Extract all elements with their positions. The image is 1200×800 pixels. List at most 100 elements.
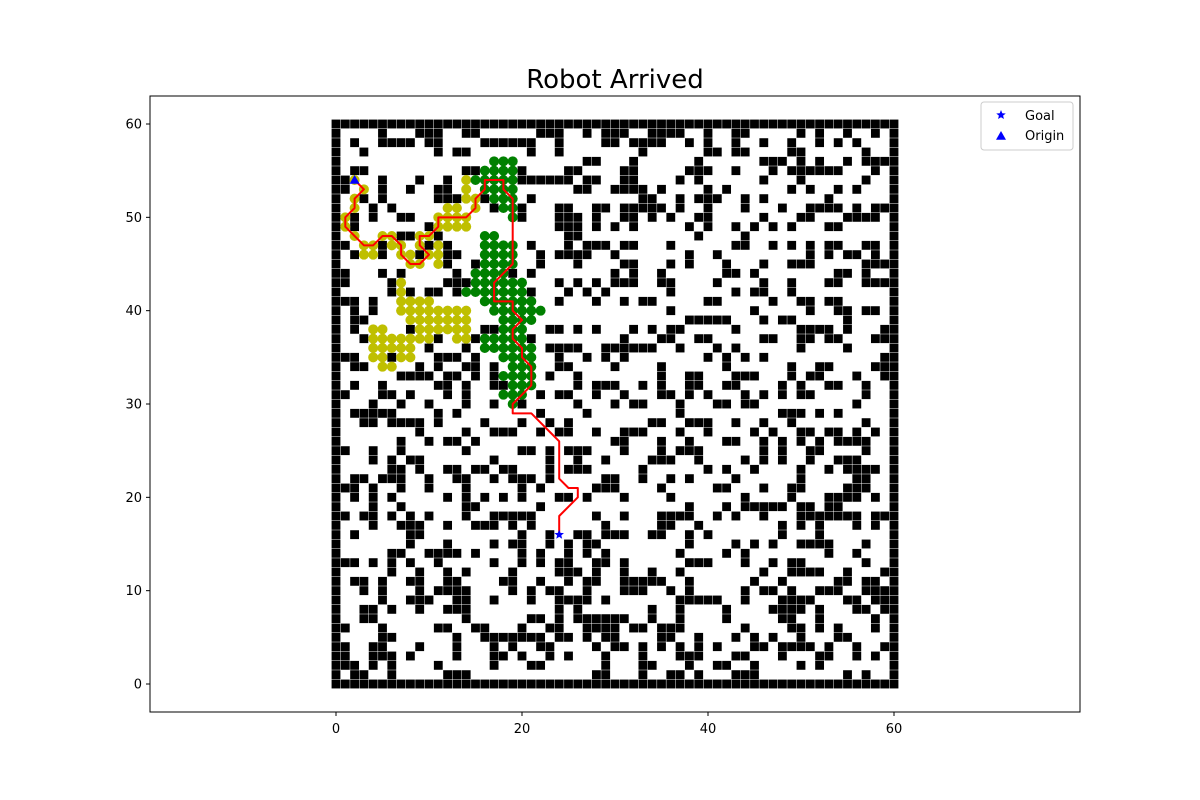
obstacle-cell <box>647 576 657 586</box>
obstacle-cell <box>796 380 806 390</box>
obstacle-cell <box>722 679 732 689</box>
obstacle-cell <box>591 296 601 306</box>
obstacle-cell <box>443 352 453 362</box>
obstacle-cell <box>387 138 397 148</box>
obstacle-cell <box>415 567 425 577</box>
obstacle-cell <box>489 119 499 129</box>
obstacle-cell <box>331 660 341 670</box>
obstacle-cell <box>368 520 378 530</box>
obstacle-cell <box>545 474 555 484</box>
obstacle-cell <box>666 679 676 689</box>
obstacle-cell <box>833 679 843 689</box>
obstacle-cell <box>889 250 899 260</box>
obstacle-cell <box>489 511 499 521</box>
obstacle-cell <box>675 175 685 185</box>
obstacle-cell <box>471 502 480 512</box>
obstacle-cell <box>712 399 722 409</box>
obstacle-cell <box>815 586 825 596</box>
obstacle-cell <box>750 427 759 437</box>
obstacle-cell <box>694 156 704 166</box>
obstacle-cell <box>517 483 527 493</box>
obstacle-cell <box>461 119 471 129</box>
obstacle-cell <box>870 240 880 250</box>
obstacle-cell <box>331 175 341 185</box>
obstacle-cell <box>619 352 629 362</box>
obstacle-cell <box>870 362 880 372</box>
obstacle-cell <box>759 642 769 652</box>
obstacle-cell <box>722 184 732 194</box>
obstacle-cell <box>517 399 527 409</box>
obstacle-cell <box>387 278 397 288</box>
obstacle-cell <box>424 511 434 521</box>
obstacle-cell <box>824 194 834 204</box>
obstacle-cell <box>610 343 620 353</box>
obstacle-cell <box>508 511 518 521</box>
obstacle-cell <box>712 660 722 670</box>
obstacle-cell <box>815 324 825 334</box>
obstacle-cell <box>684 586 694 596</box>
obstacle-cell <box>647 324 657 334</box>
obstacle-cell <box>768 632 778 642</box>
obstacle-cell <box>582 119 592 129</box>
obstacle-cell <box>889 576 899 586</box>
obstacle-cell <box>452 632 462 642</box>
obstacle-cell <box>564 250 573 260</box>
obstacle-cell <box>815 679 825 689</box>
x-tick-label: 20 <box>514 722 531 737</box>
obstacle-cell <box>796 119 806 129</box>
origin-search-point <box>461 333 472 344</box>
obstacle-cell <box>564 558 573 568</box>
goal-search-point <box>479 296 490 307</box>
obstacle-cell <box>471 334 480 344</box>
obstacle-cell <box>759 352 769 362</box>
obstacle-cell <box>536 128 546 138</box>
obstacle-cell <box>843 492 852 502</box>
obstacle-cell <box>443 259 453 269</box>
obstacle-cell <box>889 175 899 185</box>
obstacle-cell <box>657 576 666 586</box>
origin-search-point <box>424 296 434 307</box>
obstacle-cell <box>889 399 899 409</box>
obstacle-cell <box>564 567 573 577</box>
obstacle-cell <box>480 418 490 428</box>
obstacle-cell <box>731 240 741 250</box>
goal-search-point <box>517 380 527 391</box>
obstacle-cell <box>573 464 583 474</box>
obstacle-cell <box>461 614 471 624</box>
obstacle-cell <box>684 595 694 605</box>
obstacle-cell <box>638 660 648 670</box>
origin-search-point <box>461 193 472 204</box>
goal-search-point <box>517 287 527 297</box>
obstacle-cell <box>666 128 676 138</box>
goal-search-point <box>498 315 509 325</box>
obstacle-cell <box>861 474 871 484</box>
goal-search-point <box>517 277 527 288</box>
obstacle-cell <box>498 651 508 661</box>
obstacle-cell <box>740 147 750 157</box>
legend-label: Goal <box>1025 109 1055 124</box>
obstacle-cell <box>526 334 536 344</box>
obstacle-cell <box>489 595 499 605</box>
obstacle-cell <box>601 119 611 129</box>
obstacle-cell <box>461 679 471 689</box>
obstacle-cell <box>564 651 573 661</box>
obstacle-cell <box>777 408 787 418</box>
obstacle-cell <box>843 483 852 493</box>
obstacle-cell <box>750 306 759 316</box>
obstacle-cell <box>610 278 620 288</box>
origin-search-point <box>451 221 462 232</box>
obstacle-cell <box>340 511 350 521</box>
obstacle-cell <box>843 511 852 521</box>
obstacle-cell <box>740 548 750 558</box>
obstacle-cell <box>740 679 750 689</box>
obstacle-cell <box>796 147 806 157</box>
origin-search-point <box>442 203 453 213</box>
obstacle-cell <box>554 614 564 624</box>
obstacle-cell <box>638 474 648 484</box>
obstacle-cell <box>889 614 899 624</box>
obstacle-cell <box>777 576 787 586</box>
obstacle-cell <box>517 530 527 540</box>
obstacle-cell <box>396 520 406 530</box>
obstacle-cell <box>424 138 434 148</box>
obstacle-cell <box>368 296 378 306</box>
